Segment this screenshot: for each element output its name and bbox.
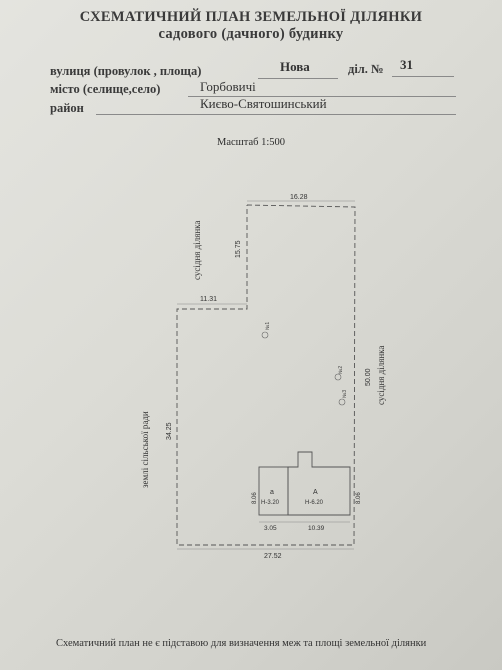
neighbor-left: землі сільської ради (140, 411, 150, 488)
city-label: місто (селище,село) (50, 82, 161, 96)
neighbor-upper-left: сусідня ділянка (192, 221, 202, 280)
neighbor-right: сусідня ділянка (376, 346, 386, 405)
plot-value: 31 (400, 57, 413, 72)
street-value: Нова (280, 59, 310, 74)
tree-icon: №1 (261, 322, 271, 339)
document-subtitle: садового (дачного) будинку (158, 26, 344, 42)
scale-label: Масштаб 1:500 (216, 137, 285, 148)
building-a-letter: а (270, 489, 274, 496)
dim-height-left: 8.06 (252, 492, 258, 504)
building-A-letter: А (313, 489, 318, 496)
dim-left: 34.25 (166, 422, 173, 440)
dim-top: 16.28 (290, 194, 308, 201)
svg-text:№2: №2 (338, 366, 344, 374)
plot-underline (392, 76, 454, 77)
building-A (287, 451, 351, 516)
dim-bottom-right: 10.39 (308, 525, 325, 532)
tree-icon: №3 (338, 390, 348, 406)
city-underline (188, 96, 456, 97)
district-value: Києво-Святошинський (200, 96, 327, 111)
dim-height-right: 8.06 (356, 492, 362, 504)
building-a-height: Н-3.20 (261, 500, 280, 506)
district-label: район (50, 101, 84, 115)
dim-upper-left-vertical: 15.75 (235, 240, 242, 258)
dim-bottom-left: 3.05 (264, 525, 277, 532)
dim-bottom: 27.52 (264, 553, 282, 560)
tree-icon: №2 (334, 366, 344, 381)
svg-text:№3: №3 (342, 390, 348, 398)
document-title: СХЕМАТИЧНИЙ ПЛАН ЗЕМЕЛЬНОЇ ДІЛЯНКИ (79, 9, 423, 25)
city-value: Горбовичі (200, 79, 256, 94)
dim-step: 11.31 (200, 296, 217, 303)
building-A-height: Н-6.20 (305, 500, 324, 506)
svg-text:№1: №1 (265, 322, 271, 330)
street-label: вулиця (провулок , площа) (50, 64, 202, 78)
plot-label: діл. № (348, 62, 384, 76)
parcel-boundary (176, 204, 356, 546)
district-underline (96, 114, 456, 115)
street-underline (258, 78, 338, 79)
footer-disclaimer: Схематичний план не є підставою для визн… (56, 638, 427, 649)
dim-right: 50.00 (365, 368, 372, 386)
